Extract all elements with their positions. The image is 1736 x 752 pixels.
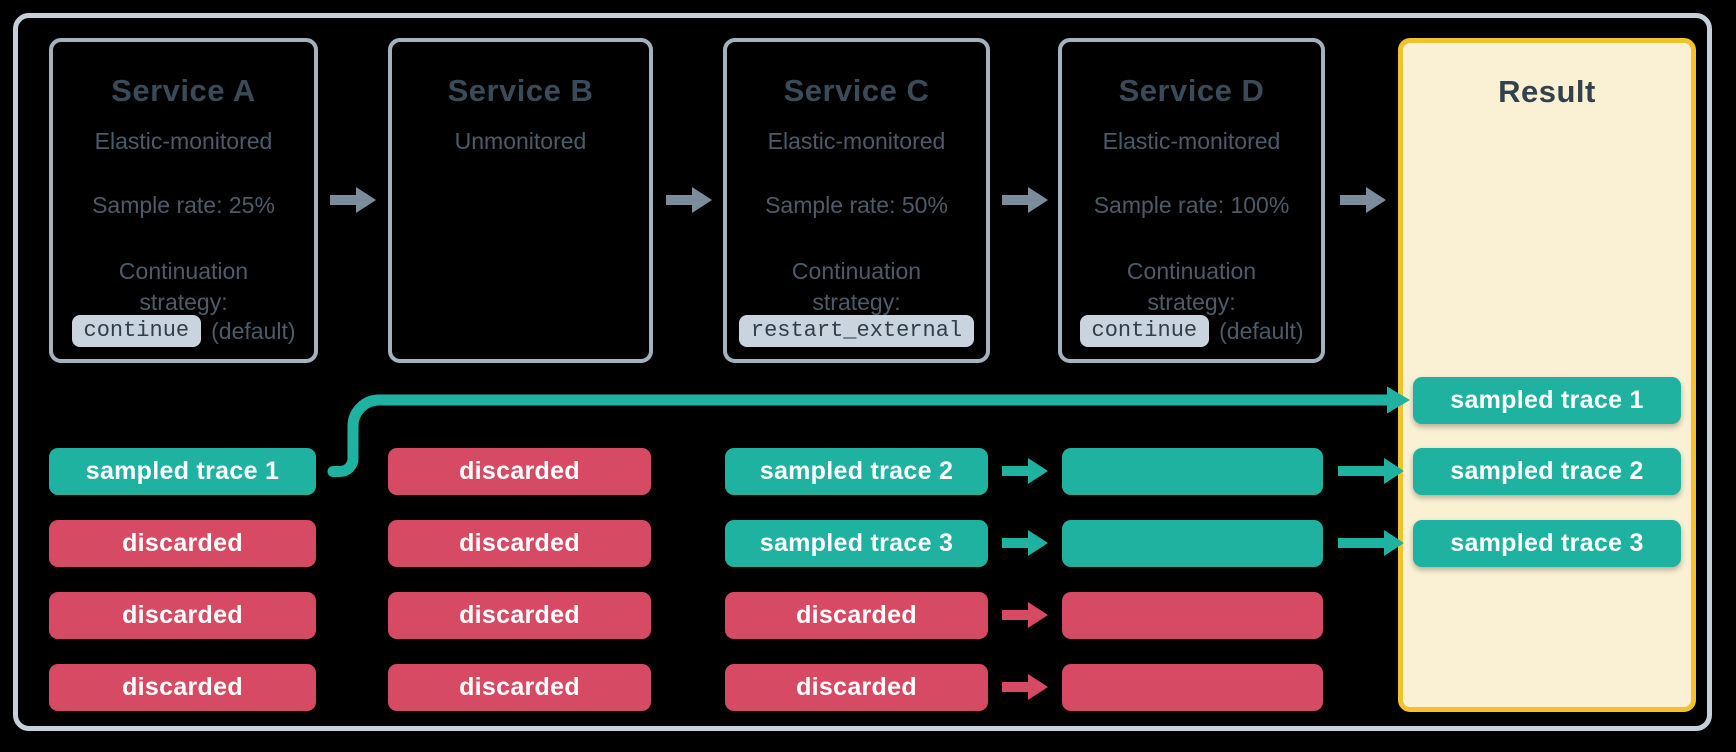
trace-pill-b-discarded-2: discarded (388, 520, 651, 567)
service-c-box: Service C Elastic-monitored Sample rate:… (723, 38, 990, 363)
result-title: Result (1498, 74, 1596, 109)
result-pill-sampled-trace-1: sampled trace 1 (1413, 377, 1681, 424)
trace-pill-c-discarded-1: discarded (725, 592, 988, 639)
service-a-strategy-code-chip: continue (71, 315, 202, 347)
service-d-strategy-row: continue (default) (1062, 314, 1321, 348)
trace-pill-d-discarded-blank-1 (1062, 592, 1323, 639)
service-a-strategy-default-note: (default) (211, 317, 296, 344)
service-a-subtitle: Elastic-monitored (94, 128, 273, 154)
service-a-sample-rate: Sample rate: 25% (92, 192, 275, 218)
service-a-strategy-row: continue (default) (53, 314, 314, 348)
service-b-title: Service B (447, 73, 594, 108)
service-a-box: Service A Elastic-monitored Sample rate:… (49, 38, 318, 363)
service-a-title: Service A (111, 73, 256, 108)
trace-pill-d-discarded-blank-2 (1062, 664, 1323, 711)
service-d-sample-rate: Sample rate: 100% (1093, 192, 1290, 218)
trace-pill-c-sampled-3: sampled trace 3 (725, 520, 988, 567)
result-pill-sampled-trace-3: sampled trace 3 (1413, 520, 1681, 567)
service-c-subtitle: Elastic-monitored (767, 128, 946, 154)
service-d-subtitle: Elastic-monitored (1102, 128, 1281, 154)
service-c-strategy-row: restart_external (727, 314, 986, 348)
service-d-strategy-code-chip: continue (1079, 315, 1210, 347)
trace-pill-b-discarded-1: discarded (388, 448, 651, 495)
service-c-strategy-code-chip: restart_external (738, 315, 975, 347)
trace-pill-a-discarded-1: discarded (49, 520, 316, 567)
trace-pill-c-discarded-2: discarded (725, 664, 988, 711)
service-d-strategy-label: strategy: (1147, 289, 1236, 315)
service-d-strategy-default-note: (default) (1219, 317, 1304, 344)
trace-pill-a-sampled-1: sampled trace 1 (49, 448, 316, 495)
service-b-subtitle: Unmonitored (454, 128, 587, 154)
service-a-strategy-label: strategy: (139, 289, 228, 315)
service-d-title: Service D (1118, 73, 1265, 108)
service-d-continuation-label: Continuation (1126, 258, 1257, 284)
trace-pill-a-discarded-2: discarded (49, 592, 316, 639)
trace-pill-b-discarded-4: discarded (388, 664, 651, 711)
service-c-sample-rate: Sample rate: 50% (765, 192, 948, 218)
service-c-title: Service C (783, 73, 930, 108)
result-pill-sampled-trace-2: sampled trace 2 (1413, 448, 1681, 495)
service-c-continuation-label: Continuation (791, 258, 922, 284)
service-b-box: Service B Unmonitored (388, 38, 653, 363)
result-box: Result (1398, 38, 1696, 712)
service-c-strategy-label: strategy: (812, 289, 901, 315)
trace-pill-a-discarded-3: discarded (49, 664, 316, 711)
trace-pill-d-sampled-blank-2 (1062, 520, 1323, 567)
service-d-box: Service D Elastic-monitored Sample rate:… (1058, 38, 1325, 363)
trace-pill-d-sampled-blank-1 (1062, 448, 1323, 495)
diagram-outer-frame (13, 13, 1712, 731)
trace-pill-c-sampled-2: sampled trace 2 (725, 448, 988, 495)
trace-pill-b-discarded-3: discarded (388, 592, 651, 639)
service-a-continuation-label: Continuation (118, 258, 249, 284)
